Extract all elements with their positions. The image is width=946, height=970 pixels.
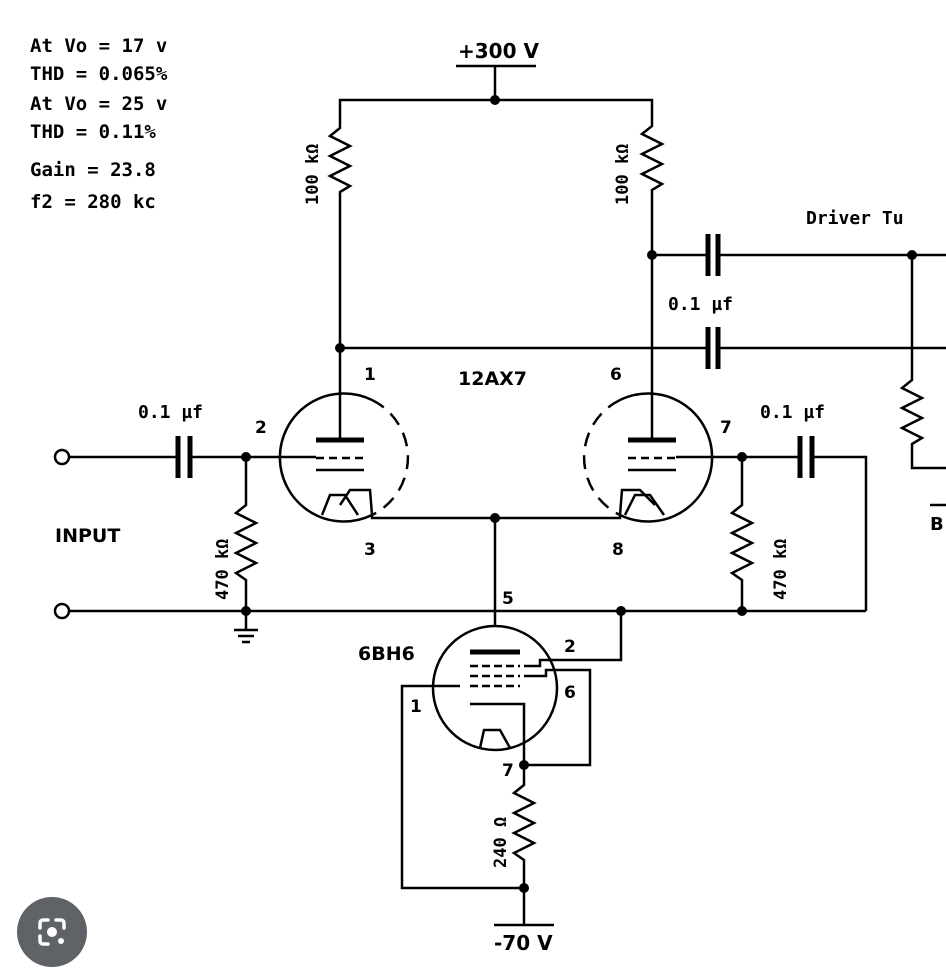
google-lens-icon[interactable] xyxy=(17,897,87,967)
pin-label: 6 xyxy=(564,683,576,703)
pin-label: 2 xyxy=(564,637,576,657)
pin-label: 7 xyxy=(720,418,732,438)
wire xyxy=(520,702,526,765)
resistor-cathode xyxy=(511,765,537,888)
spec-block: At Vo = 17 v THD = 0.065% At Vo = 25 v T… xyxy=(30,35,168,213)
pin-label: 6 xyxy=(610,365,622,385)
suppressor-wire xyxy=(524,668,592,767)
resistor-grid-left xyxy=(233,457,259,611)
resistor-grid-right-label: 470 kΩ xyxy=(771,539,791,600)
resistor-plate-right-label: 100 kΩ xyxy=(613,144,633,205)
resistor-cathode-label: 240 Ω xyxy=(491,817,511,868)
spec-line-6: f2 = 280 kc xyxy=(30,191,156,213)
input-terminal-top xyxy=(53,448,71,466)
junction xyxy=(241,606,251,616)
resistor-plate-right xyxy=(639,118,665,200)
pin-label: 1 xyxy=(364,365,376,385)
driver-tube-label: Driver Tu xyxy=(806,208,904,229)
resistor-plate-left-label: 100 kΩ xyxy=(303,144,323,205)
partial-label: B xyxy=(930,514,944,535)
pin-label: 1 xyxy=(410,697,422,717)
cap-coupling-label: 0.1 µf xyxy=(668,294,733,315)
cap-output-label: 0.1 µf xyxy=(760,402,825,423)
pin-label: 2 xyxy=(255,418,267,438)
pin-label: 8 xyxy=(612,540,624,560)
pin-label: 5 xyxy=(502,589,514,609)
wire xyxy=(814,455,868,611)
supply-negative-label: -70 V xyxy=(494,931,553,955)
pin-label: 3 xyxy=(364,540,376,560)
spec-line-4: THD = 0.11% xyxy=(30,121,156,143)
screen-wire xyxy=(524,611,623,668)
grid-wire xyxy=(400,684,524,890)
tube-bottom-label: 6BH6 xyxy=(358,643,415,665)
tube-top-label: 12AX7 xyxy=(458,368,527,390)
spec-line-5: Gain = 23.8 xyxy=(30,159,156,181)
pin-label: 7 xyxy=(502,761,514,781)
spec-line-2: THD = 0.065% xyxy=(30,63,168,85)
spec-line-1: At Vo = 17 v xyxy=(30,35,167,57)
resistor-grid-left-label: 470 kΩ xyxy=(213,539,233,600)
spec-line-3: At Vo = 25 v xyxy=(30,93,167,115)
input-label: INPUT xyxy=(55,525,120,547)
resistor-grid-right xyxy=(729,457,755,611)
resistor-plate-left xyxy=(327,120,353,200)
pentode xyxy=(431,624,559,752)
cap-input-label: 0.1 µf xyxy=(138,402,203,423)
supply-positive-label: +300 V xyxy=(458,39,539,63)
resistor-driver xyxy=(899,372,946,470)
top-rail xyxy=(338,98,654,120)
input-terminal-bottom xyxy=(53,602,71,620)
triode-left xyxy=(278,392,410,523)
